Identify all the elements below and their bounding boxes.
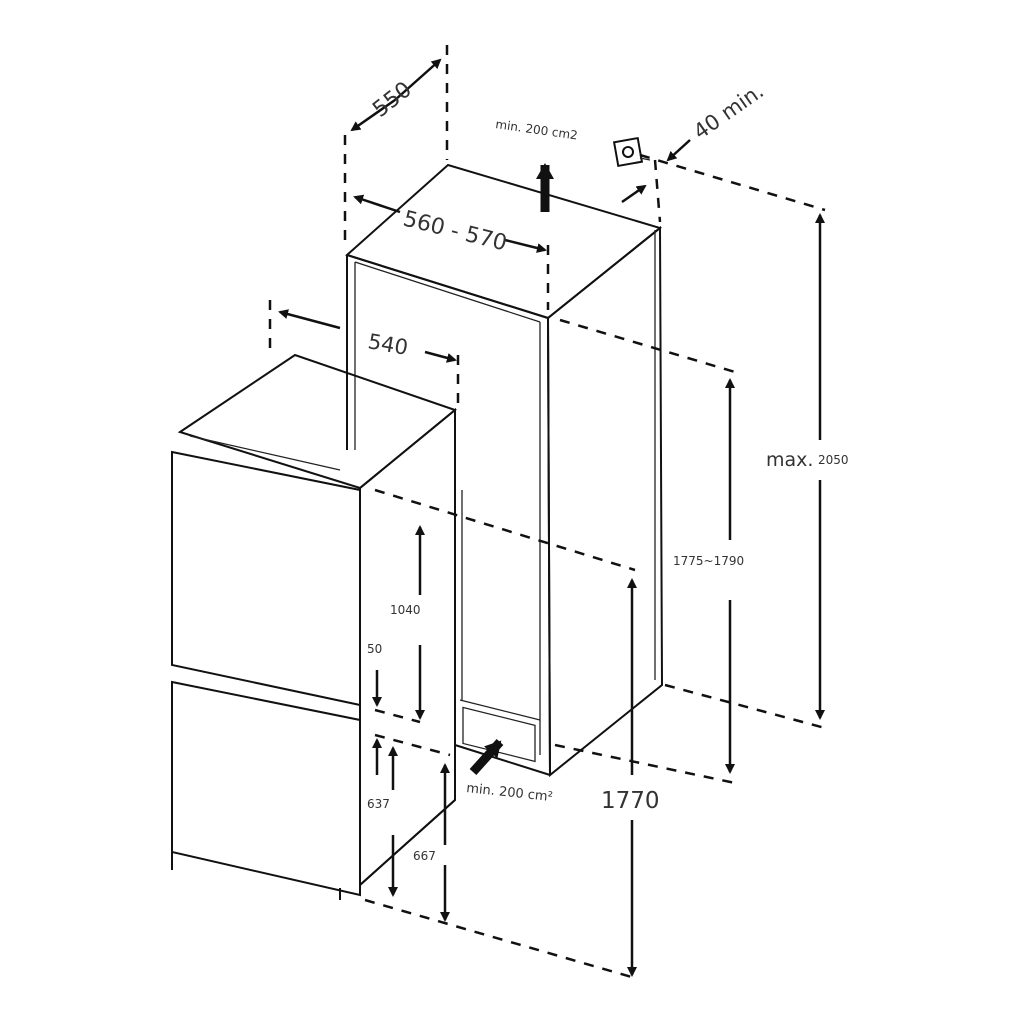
label-appliance-width: 540 [366,329,410,360]
label-niche-width: 560 - 570 [401,207,510,257]
label-max-height: 2050 [818,453,849,467]
label-top-clearance: 40 min. [689,79,768,144]
label-niche-height: 1775~1790 [673,554,744,568]
dimension-arrows [278,58,825,977]
dimension-guides [268,45,826,980]
label-vent-bottom: min. 200 cm² [466,781,554,805]
upper-door [171,450,361,707]
bottom-airflow-arrow [469,738,504,776]
label-max: max. [766,449,813,471]
label-upper-door: 1040 [390,603,421,617]
fridge-appliance [171,353,463,900]
lower-door [171,680,361,897]
label-niche-depth: 550 [368,77,416,123]
label-appliance-height: 1770 [601,788,660,814]
niche-cabinet [345,163,664,778]
label-vent-top: min. 200 cm2 [495,117,579,142]
label-lower-a: 637 [367,797,390,811]
socket-icon [612,136,644,168]
label-gap: 50 [367,642,382,656]
label-lower-b: 667 [413,849,436,863]
